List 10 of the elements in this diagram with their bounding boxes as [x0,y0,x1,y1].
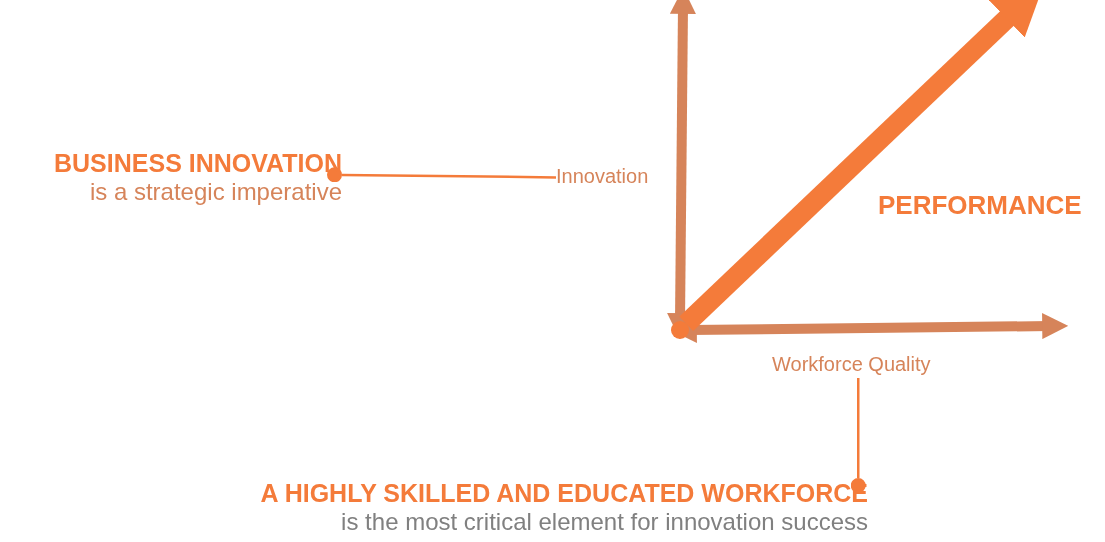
subtitle-text: is a strategic imperative [89,178,342,206]
origin-dot [671,321,689,339]
heading-text: PERFORMANCE [878,190,1082,220]
heading-text: A HIGHLY SKILLED AND EDUCATED WORKFORCE [260,478,868,508]
axis-label: Workforce Quality [772,352,931,377]
subtitle-text: is the most critical element for innovation success [341,508,868,536]
leader-line [327,167,556,183]
heading-text: BUSINESS INNOVATION [54,148,342,178]
leader-line [850,378,866,493]
axis-label: Innovation [556,164,649,189]
